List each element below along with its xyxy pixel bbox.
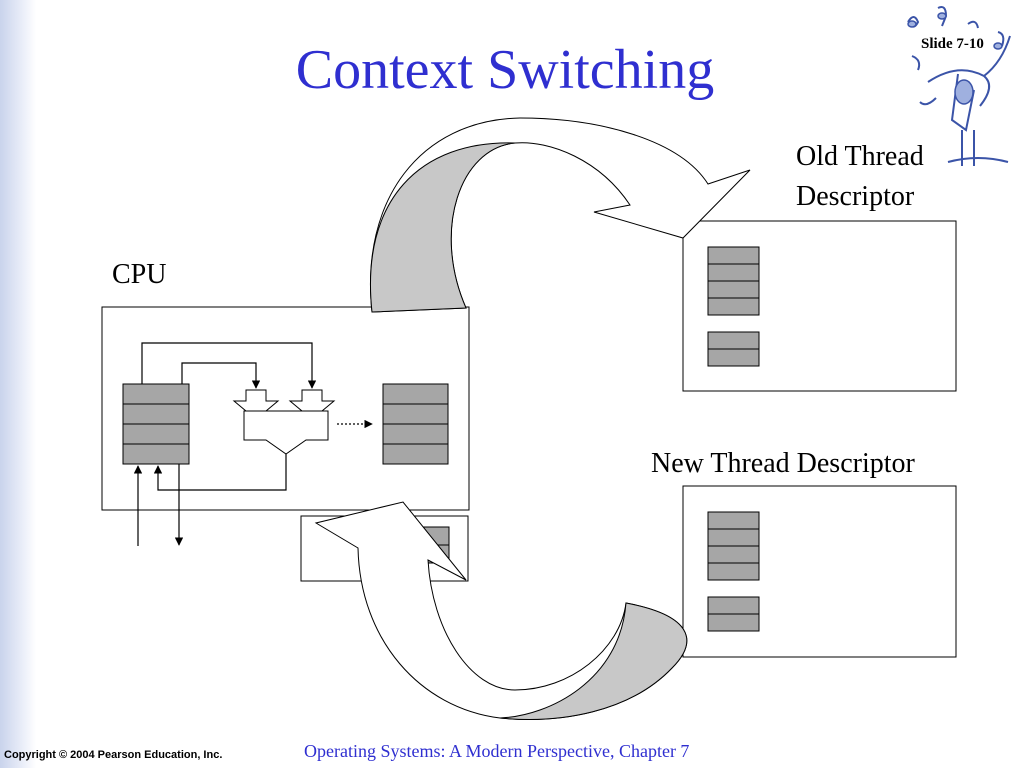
old-descriptor-register [707, 297, 760, 316]
old-thread-descriptor-label-line2: Descriptor [796, 181, 915, 212]
alu-input-a [232, 389, 280, 412]
new-descriptor-register [707, 562, 760, 581]
old-descriptor-register [707, 280, 760, 299]
footer-copyright: Copyright © 2004 Pearson Education, Inc. [4, 749, 223, 761]
alu-unit [243, 410, 329, 455]
cpu-label: CPU [112, 259, 167, 290]
new-descriptor-register [707, 511, 760, 530]
old-descriptor-register [707, 263, 760, 282]
slide-number: Slide 7-10 [921, 36, 984, 52]
left-gradient-band [0, 0, 36, 768]
alu-to-register-path [153, 454, 287, 491]
register-to-alu-b-path [141, 342, 317, 389]
load-context-arrow [314, 501, 688, 720]
footer-book-title: Operating Systems: A Modern Perspective,… [304, 741, 690, 761]
new-descriptor-status [707, 596, 760, 615]
old-descriptor-register [707, 246, 760, 265]
save-context-arrow [370, 117, 751, 313]
register-to-alu-a-path [181, 362, 261, 389]
cpu-output-register-stack [382, 383, 449, 465]
old-thread-descriptor-label-line1: Old Thread [796, 141, 924, 172]
new-descriptor-register [707, 545, 760, 564]
new-descriptor-register [707, 528, 760, 547]
alu-input-b [288, 389, 336, 412]
old-descriptor-status [707, 348, 760, 367]
musician-logo-icon [907, 6, 1011, 166]
new-thread-descriptor-label: New Thread Descriptor [651, 448, 915, 479]
cpu-register-stack [122, 383, 190, 465]
old-descriptor-status [707, 331, 760, 350]
slide-title: Context Switching [295, 39, 715, 101]
new-descriptor-status [707, 613, 760, 632]
